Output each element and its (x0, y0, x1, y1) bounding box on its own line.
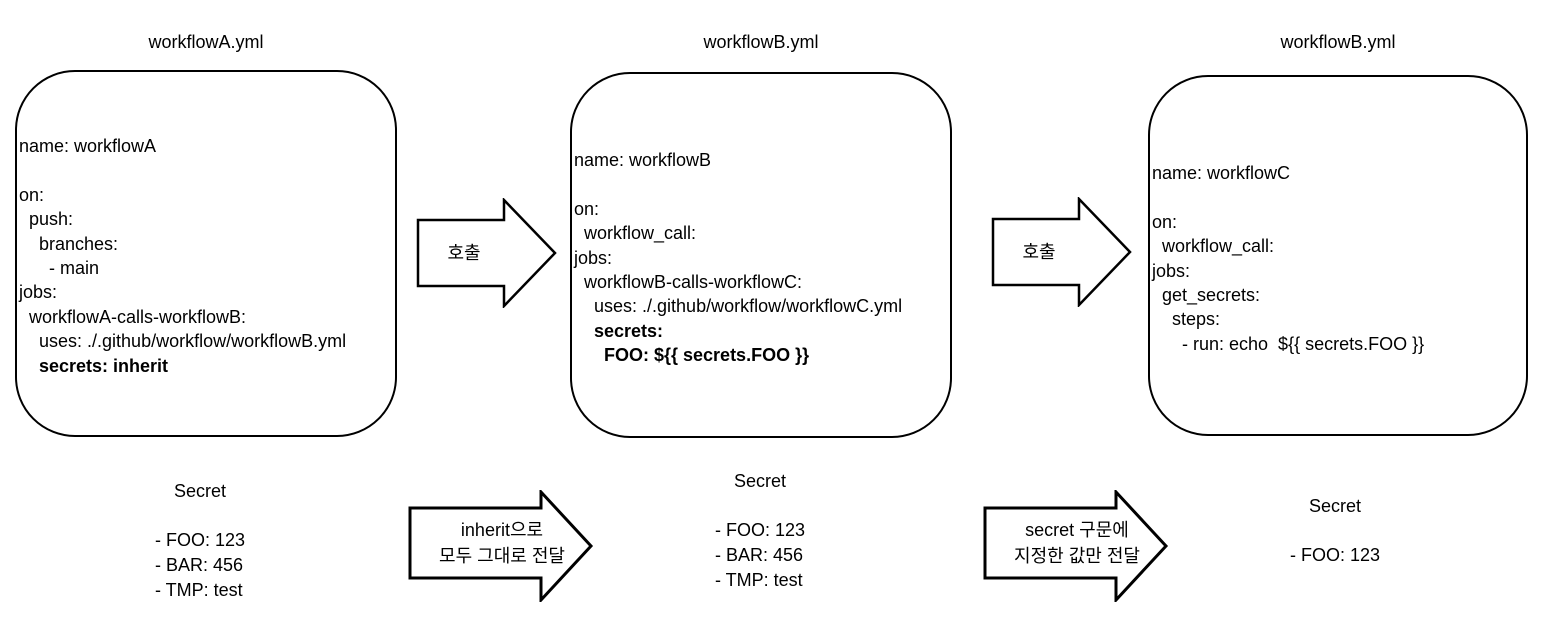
secret-title: Secret (173, 481, 227, 501)
secret-list: - FOO: 123 - BAR: 456 - TMP: test (155, 528, 245, 603)
transfer-arrow-label-line1: secret 구문에 (1025, 520, 1129, 540)
transfer-arrow-label-line1: inherit으로 (461, 520, 543, 540)
code-line: name: workflowB (574, 150, 712, 170)
box-title-workflow-b: workflowB.yml (703, 32, 819, 52)
secret-item: - FOO: 123 (154, 530, 246, 550)
secret-list: - FOO: 123 (1290, 543, 1380, 568)
transfer-arrow-label-line2: 모두 그대로 전달 (439, 546, 565, 566)
code-line: on: (574, 198, 600, 219)
code-line: branches: (19, 233, 119, 254)
secret-panel-workflow-c: Secret - FOO: 123 (1210, 496, 1460, 568)
secret-title: Secret (1308, 496, 1362, 516)
code-line: secrets: (574, 320, 664, 341)
block-arrow-right-icon (983, 490, 1169, 602)
yaml-code-a: name: workflowA on: push: branches: - mai… (19, 134, 393, 378)
workflow-box-a: name: workflowA on: push: branches: - mai… (15, 70, 397, 437)
code-line: jobs: (574, 247, 613, 268)
secret-list: - FOO: 123 - BAR: 456 - TMP: test (715, 518, 805, 593)
secret-panel-workflow-a: Secret - FOO: 123 - BAR: 456 - TMP: test (75, 481, 325, 603)
code-line: workflow_call: (574, 223, 697, 244)
code-line: - main (19, 258, 100, 279)
code-line: name: workflowA (19, 136, 157, 156)
secret-item: - FOO: 123 (1289, 545, 1381, 565)
code-line (1152, 185, 1524, 209)
block-arrow-right-icon (408, 490, 594, 602)
workflow-box-c: name: workflowC on: workflow_call: jobs: g… (1148, 75, 1528, 436)
secret-item: - TMP: test (154, 580, 243, 600)
block-arrow-right-icon (991, 197, 1132, 307)
block-arrow-right-icon (416, 198, 557, 308)
secret-item: - TMP: test (714, 570, 803, 590)
secret-item: - BAR: 456 (154, 555, 244, 575)
secret-title: Secret (733, 471, 787, 491)
call-arrow-label: 호출 (1022, 242, 1055, 262)
code-line: workflowB-calls-workflowC: (574, 272, 803, 293)
code-line (19, 158, 393, 182)
code-line: uses: ./.github/workflow/workflowC.yml (574, 296, 903, 317)
code-line: steps: (1152, 309, 1221, 330)
code-line: FOO: ${{ secrets.FOO }} (574, 345, 810, 366)
call-arrow-a-to-b: 호출 (416, 198, 557, 308)
code-line: secrets: inherit (19, 355, 169, 376)
code-line: get_secrets: (1152, 285, 1261, 306)
code-line: workflowA-calls-workflowB: (19, 306, 247, 327)
code-line: jobs: (19, 282, 58, 303)
yaml-code-b: name: workflowB on: workflow_call: jobs: w… (574, 148, 948, 368)
yaml-code-c: name: workflowC on: workflow_call: jobs: g… (1152, 161, 1524, 356)
workflow-box-b: name: workflowB on: workflow_call: jobs: w… (570, 72, 952, 438)
code-line: - run: echo ${{ secrets.FOO }} (1152, 333, 1425, 354)
code-line: jobs: (1152, 260, 1191, 281)
secret-item: - BAR: 456 (714, 545, 804, 565)
code-line: workflow_call: (1152, 236, 1275, 257)
code-line: on: (19, 184, 45, 205)
secret-panel-workflow-b: Secret - FOO: 123 - BAR: 456 - TMP: test (635, 471, 885, 593)
code-line (574, 172, 948, 196)
secret-item: - FOO: 123 (714, 520, 806, 540)
code-line: name: workflowC (1152, 163, 1291, 183)
box-title-workflow-a: workflowA.yml (148, 32, 264, 52)
transfer-arrow-inherit: inherit으로 모두 그대로 전달 (408, 490, 594, 602)
transfer-arrow-specified-only: secret 구문에 지정한 값만 전달 (983, 490, 1169, 602)
box-title-workflow-c: workflowB.yml (1280, 32, 1396, 52)
call-arrow-b-to-c: 호출 (991, 197, 1132, 307)
code-line: uses: ./.github/workflow/workflowB.yml (19, 331, 347, 352)
transfer-arrow-label-line2: 지정한 값만 전달 (1014, 546, 1140, 566)
call-arrow-label: 호출 (447, 243, 480, 263)
code-line: push: (19, 209, 74, 230)
code-line: on: (1152, 211, 1178, 232)
